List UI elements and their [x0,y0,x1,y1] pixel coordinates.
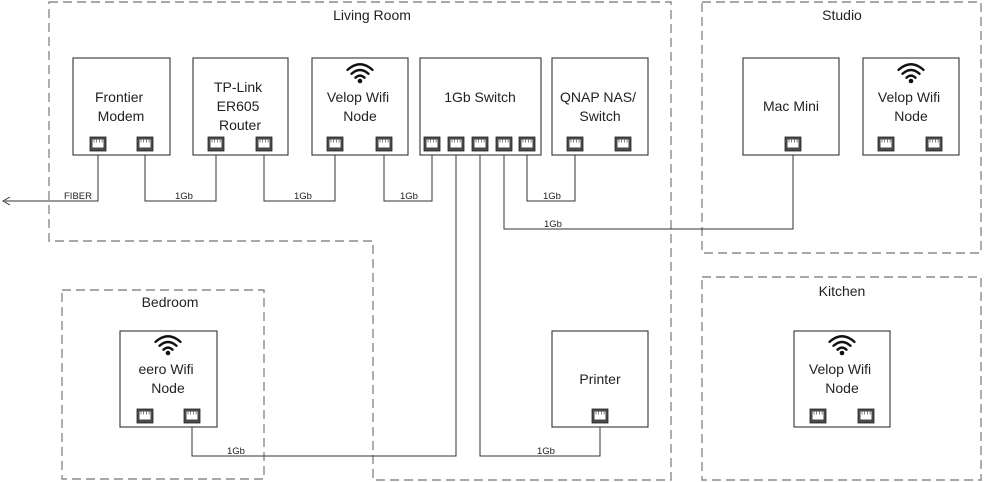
link-label-switch-eero: 1Gb [227,446,245,457]
link-label-switch-printer: 1Gb [537,446,555,457]
wire-switch-printer [479,153,601,457]
ethernet-port-icon [136,136,154,152]
device-label-velop-living-room: Velop Wifi Node [327,89,393,124]
ethernet-port-icon [566,136,584,152]
room-bedroom [61,289,265,480]
wifi-icons [154,63,925,356]
device-frontier-modem [72,57,171,156]
ethernet-port-icon [207,136,225,152]
ethernet-port-icon [614,136,632,152]
device-label-1gb-switch: 1Gb Switch [444,89,516,105]
link-label-router-velop: 1Gb [294,191,312,202]
wifi-icon [828,335,856,356]
ethernet-port-icon [518,136,536,152]
device-velop-kitchen [793,330,891,428]
ethernet-port-icon [447,136,465,152]
link-label-fiber: FIBER [64,191,92,202]
ethernet-port-icon [375,136,393,152]
wifi-icon [897,63,925,84]
ethernet-port-icon [784,136,802,152]
wire-router-velop [263,153,336,202]
ethernet-port-icon [423,136,441,152]
wifi-icon [154,335,182,356]
ethernet-port-icon [495,136,513,152]
device-label-frontier-modem: Frontier Modem [95,89,147,124]
wifi-icon [346,63,374,84]
link-label-modem-router: 1Gb [175,191,193,202]
link-label-switch-qnap: 1Gb [543,191,561,202]
wire-switch-eero [191,153,457,457]
ethernet-port-icon [183,408,201,424]
device-velop-living-room [311,57,409,156]
wire-fiber [5,153,99,202]
device-label-velop-kitchen: Velop Wifi Node [809,361,875,396]
room-label-kitchen: Kitchen [819,283,866,299]
wire-modem-router [144,153,217,202]
ethernet-port-icon [877,136,895,152]
wires [1,153,794,457]
link-label-velop-switch: 1Gb [400,191,418,202]
room-label-studio: Studio [822,7,862,23]
room-label-living-room: Living Room [333,7,411,23]
ethernet-port-icon [809,408,827,424]
device-label-qnap-nas: QNAP NAS/ Switch [560,89,640,124]
device-velop-studio [862,57,960,156]
ethernet-port-icon [925,136,943,152]
device-qnap-nas [551,57,649,156]
ethernet-port-icon [471,136,489,152]
ethernet-port-icon [326,136,344,152]
link-label-switch-macmini: 1Gb [544,219,562,230]
ethernet-port-icon [136,408,154,424]
room-label-bedroom: Bedroom [142,294,199,310]
device-label-mac-mini: Mac Mini [763,98,819,114]
ethernet-ports [89,136,943,424]
device-label-velop-studio: Velop Wifi Node [878,89,944,124]
ethernet-port-icon [857,408,875,424]
ethernet-port-icon [89,136,107,152]
ethernet-port-icon [255,136,273,152]
device-label-printer: Printer [579,371,621,387]
wire-switch-macmini [503,153,794,230]
device-label-eero-bedroom: eero Wifi Node [138,361,197,396]
device-eero-bedroom [119,330,218,428]
room-kitchen [701,276,982,481]
room-living-room [48,1,672,481]
wire-switch-qnap [526,153,576,202]
fiber-arrowhead [1,196,11,206]
wire-velop-switch [383,153,433,202]
ethernet-port-icon [591,408,609,424]
device-label-tplink-router: TP-Link ER605 Router [214,79,266,133]
